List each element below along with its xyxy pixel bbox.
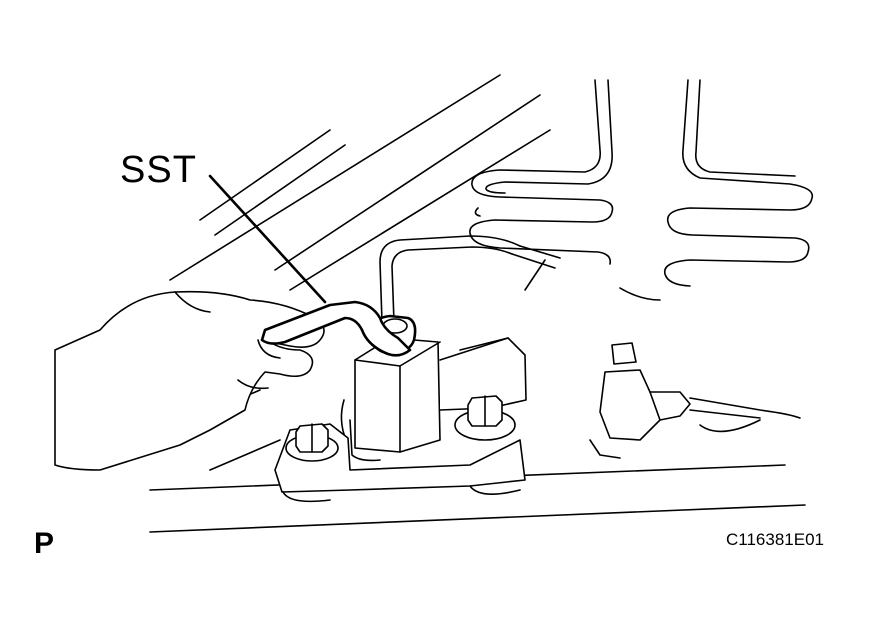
sst-wrench <box>260 300 412 357</box>
mounting-bolt-left <box>285 423 339 462</box>
view-letter: P <box>34 527 55 560</box>
coiled-pipe-left <box>469 79 614 291</box>
mounting-bolt-right <box>454 395 516 441</box>
figure-code: C116381E01 <box>726 530 824 549</box>
sst-callout-label: SST <box>120 149 197 191</box>
brake-line <box>379 235 561 323</box>
body-panel <box>149 74 806 533</box>
hand <box>54 290 325 471</box>
union-fitting <box>589 342 801 459</box>
sst-leader-line <box>208 174 327 304</box>
coiled-pipe-right <box>619 79 814 301</box>
